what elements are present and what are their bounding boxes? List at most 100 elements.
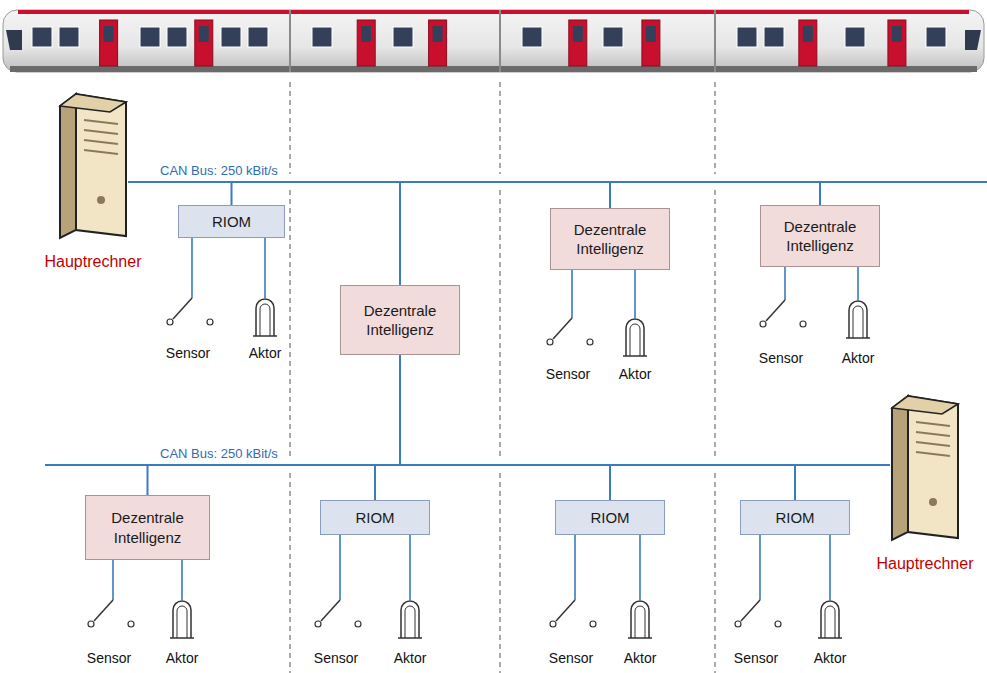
sensor-label: Sensor bbox=[759, 350, 803, 367]
actor-symbol bbox=[256, 299, 274, 336]
door-window bbox=[892, 26, 902, 42]
train-window bbox=[140, 27, 160, 47]
actor-base bbox=[170, 637, 194, 639]
door-window bbox=[104, 26, 114, 42]
actor-label: Sensor bbox=[734, 650, 778, 667]
box-label: RIOM bbox=[351, 506, 398, 530]
switch-lever bbox=[741, 600, 760, 621]
train-door bbox=[100, 20, 118, 66]
server-button bbox=[929, 498, 937, 506]
actor-symbol-inner bbox=[635, 606, 645, 638]
bus-label: CAN Bus: 250 kBit/s bbox=[160, 163, 278, 179]
can-bus-connector bbox=[148, 465, 890, 495]
switch-lever bbox=[556, 600, 575, 621]
actor-label: Aktor bbox=[842, 350, 875, 367]
switch-contact bbox=[355, 621, 361, 627]
train-window bbox=[248, 27, 268, 47]
switch-lever bbox=[321, 600, 340, 621]
train-window bbox=[845, 27, 865, 47]
train-window bbox=[603, 27, 623, 47]
actor-label: Sensor bbox=[549, 650, 593, 667]
actor-symbol bbox=[821, 601, 839, 638]
car-boundary bbox=[290, 82, 715, 673]
intelligence-box: Dezentrale Intelligenz bbox=[760, 205, 880, 267]
can-bus-connector bbox=[375, 465, 890, 500]
actor-label: Sensor bbox=[314, 650, 358, 667]
io-wire bbox=[340, 535, 410, 600]
server-button bbox=[97, 196, 105, 204]
can-bus-connector bbox=[128, 182, 400, 285]
actor-base bbox=[846, 337, 870, 339]
server-slot bbox=[84, 130, 118, 134]
server-slot bbox=[916, 422, 950, 426]
server-front bbox=[76, 94, 126, 236]
switch-contact bbox=[207, 319, 213, 325]
sensor-actor-symbols bbox=[88, 238, 870, 638]
can-bus-connector bbox=[795, 465, 890, 500]
switch-contact bbox=[775, 621, 781, 627]
actor-symbol-inner bbox=[853, 306, 863, 338]
switch-lever bbox=[553, 318, 572, 339]
actor-symbol bbox=[849, 301, 867, 338]
actor-label: Aktor bbox=[249, 345, 282, 362]
server-icon bbox=[58, 90, 128, 240]
train-window bbox=[393, 27, 413, 47]
box-label: Dezentrale Intelligenz bbox=[761, 215, 879, 258]
actor-symbol bbox=[173, 601, 191, 638]
actor-base bbox=[623, 355, 647, 357]
io-wire bbox=[572, 270, 635, 318]
train-door bbox=[642, 20, 660, 66]
sensor-label: Aktor bbox=[624, 650, 657, 667]
io-wire bbox=[575, 535, 640, 600]
switch-lever bbox=[94, 600, 113, 621]
train-window bbox=[221, 27, 241, 47]
riom-box: RIOM bbox=[178, 205, 285, 238]
switch-contact bbox=[760, 321, 766, 327]
io-wire bbox=[760, 535, 830, 600]
switch-contact bbox=[587, 339, 593, 345]
switch-lever bbox=[173, 298, 192, 319]
actor-symbol-inner bbox=[177, 606, 187, 638]
switch-contact bbox=[547, 339, 553, 345]
door-window bbox=[573, 26, 583, 42]
can-bus-connector bbox=[610, 465, 890, 500]
intelligence-box: Dezentrale Intelligenz bbox=[550, 208, 670, 270]
box-label: RIOM bbox=[208, 210, 255, 234]
bus-label: CAN Bus: 250 kBit/s bbox=[160, 446, 278, 462]
actor-symbol bbox=[626, 319, 644, 356]
server-side bbox=[892, 396, 908, 540]
main-computer: Hauptrechner bbox=[35, 90, 152, 275]
box-label: Dezentrale Intelligenz bbox=[551, 218, 669, 261]
riom-box: RIOM bbox=[555, 500, 665, 535]
train-window bbox=[59, 27, 79, 47]
train-door bbox=[429, 20, 447, 66]
train-body bbox=[3, 10, 984, 72]
bus-extension bbox=[45, 182, 987, 465]
actor-symbol-inner bbox=[405, 606, 415, 638]
box-label: Dezentrale Intelligenz bbox=[86, 506, 209, 549]
switch-contact bbox=[590, 621, 596, 627]
io-wire bbox=[785, 267, 858, 300]
switch-contact bbox=[167, 319, 173, 325]
switch-contact bbox=[128, 621, 134, 627]
actor-base bbox=[398, 637, 422, 639]
train-window bbox=[32, 27, 52, 47]
io-wire bbox=[192, 238, 265, 298]
server-slot bbox=[84, 140, 118, 144]
door-window bbox=[433, 26, 443, 42]
computer-label: Hauptrechner bbox=[41, 250, 146, 275]
door-window bbox=[361, 26, 371, 42]
actor-symbol bbox=[631, 601, 649, 638]
server-top bbox=[892, 396, 958, 414]
sensor-label: Aktor bbox=[814, 650, 847, 667]
intelligence-box: Dezentrale Intelligenz bbox=[85, 495, 210, 560]
roof-stripe bbox=[18, 10, 969, 14]
actor-symbol bbox=[401, 601, 419, 638]
actor-base bbox=[253, 335, 277, 337]
actor-symbol-inner bbox=[825, 606, 835, 638]
sensor-label: Aktor bbox=[166, 650, 199, 667]
train-door bbox=[569, 20, 587, 66]
train-door bbox=[799, 20, 817, 66]
riom-box: RIOM bbox=[740, 500, 850, 535]
